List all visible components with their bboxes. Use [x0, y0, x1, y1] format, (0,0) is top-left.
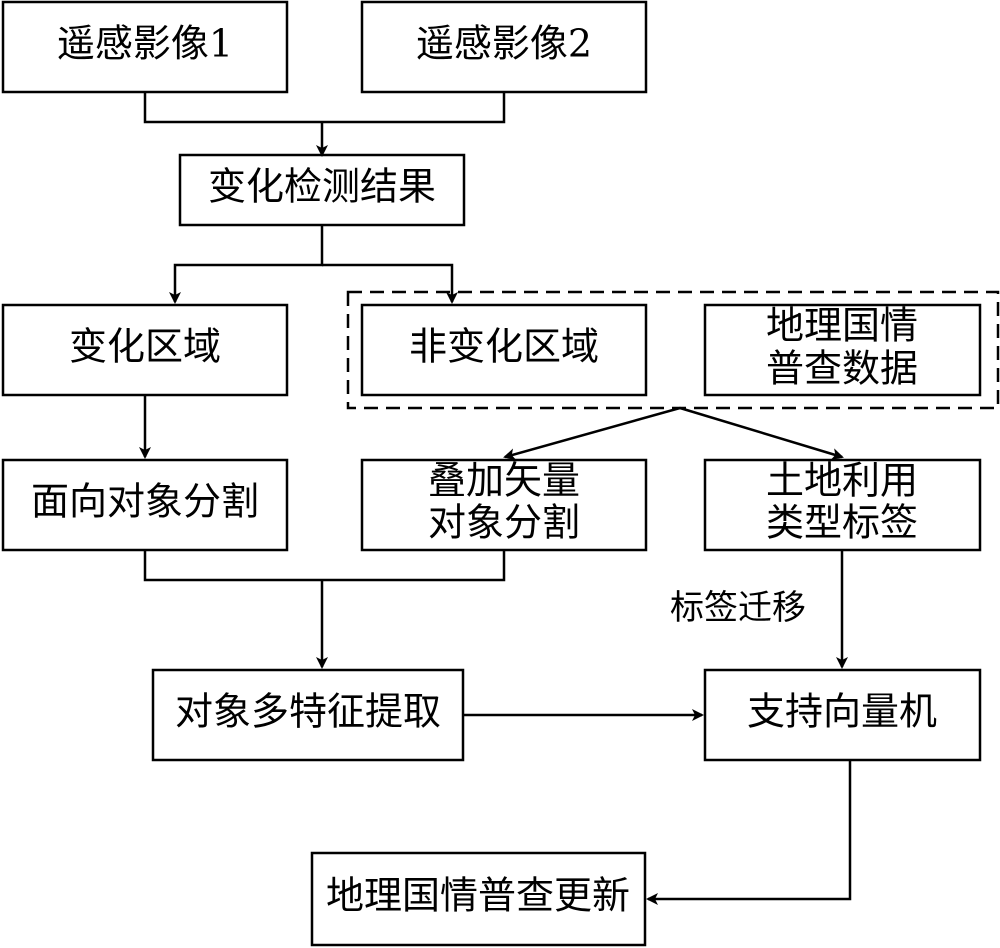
- node-change-area-label: 变化区域: [69, 325, 221, 369]
- node-non-change-area-label: 非变化区域: [409, 325, 599, 369]
- node-census-update: 地理国情普查更新: [310, 851, 647, 947]
- edge-change-detection-to-non-change: [322, 263, 458, 304]
- edge-images-to-change-detection: [143, 92, 506, 155]
- node-change-area: 变化区域: [1, 303, 289, 397]
- dashed-group: [346, 290, 1000, 410]
- node-vector-segmentation-line2: 对象分割: [428, 501, 580, 545]
- node-image2-label: 遥感影像2: [416, 22, 592, 66]
- node-change-detection-label: 变化检测结果: [208, 165, 436, 209]
- node-feature-extraction: 对象多特征提取: [151, 668, 465, 762]
- node-image2: 遥感影像2: [360, 0, 648, 94]
- node-land-use: 土地利用 类型标签: [703, 459, 982, 552]
- node-census-data-line2: 普查数据: [766, 347, 918, 391]
- node-feature-extraction-label: 对象多特征提取: [175, 690, 441, 734]
- node-svm-label: 支持向量机: [747, 690, 937, 734]
- node-image1-label: 遥感影像1: [57, 22, 233, 66]
- node-object-segmentation-label: 面向对象分割: [31, 480, 259, 524]
- node-vector-segmentation-line1: 叠加矢量: [428, 459, 580, 503]
- edge-change-detection-split: [169, 225, 324, 304]
- node-census-data: 地理国情 普查数据: [703, 304, 982, 397]
- edge-group-to-land-use: [679, 406, 844, 460]
- edge-segmentations-to-feature-extraction: [143, 550, 506, 667]
- node-object-segmentation: 面向对象分割: [1, 458, 289, 552]
- node-census-update-label: 地理国情普查更新: [326, 874, 630, 918]
- edge-group-to-vector-segmentation: [503, 406, 681, 461]
- node-non-change-area: 非变化区域: [360, 303, 648, 397]
- node-census-data-line1: 地理国情: [766, 304, 918, 348]
- node-image1: 遥感影像1: [1, 0, 289, 94]
- edge-svm-to-census-update: [646, 760, 852, 905]
- node-land-use-line2: 类型标签: [766, 501, 918, 545]
- node-land-use-line1: 土地利用: [766, 459, 918, 503]
- node-svm: 支持向量机: [703, 668, 982, 762]
- label-transfer-text: 标签迁移: [670, 588, 806, 628]
- node-vector-segmentation: 叠加矢量 对象分割: [360, 459, 648, 552]
- node-change-detection: 变化检测结果: [178, 153, 466, 227]
